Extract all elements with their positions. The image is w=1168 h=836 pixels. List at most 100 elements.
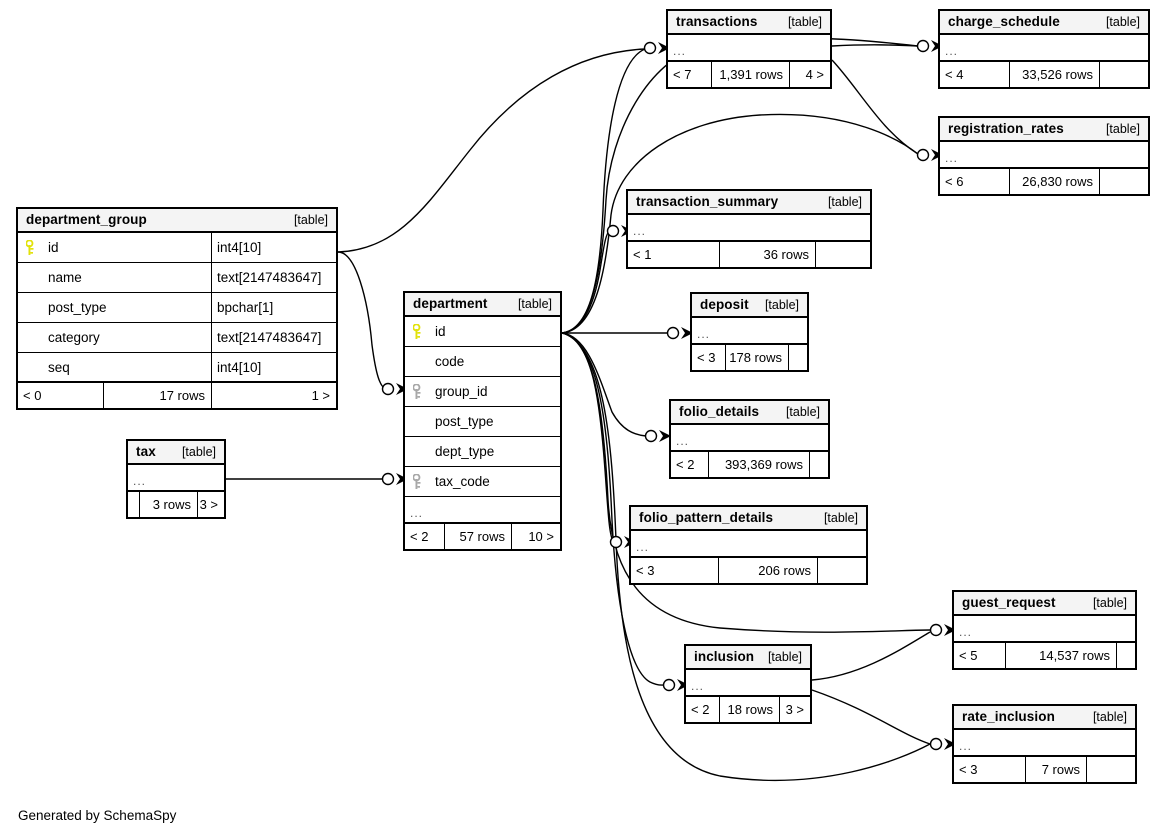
column-label: post_type xyxy=(48,300,107,315)
table-footer-folio-details: < 2 393,369 rows xyxy=(671,452,828,477)
footer-child-count xyxy=(1100,169,1148,194)
table-row[interactable]: post_type xyxy=(405,407,560,437)
footer-row-count: 17 rows xyxy=(104,383,212,408)
footer-child-count: 3 > xyxy=(785,702,804,717)
table-footer-guest-request: < 5 14,537 rows xyxy=(954,643,1135,668)
table-row[interactable]: group_id xyxy=(405,377,560,407)
table-columns-collapsed-guest-request: ... xyxy=(954,616,1135,643)
footer-child-count xyxy=(1100,62,1148,87)
table-department-group[interactable]: department_group [table] id int4[10] nam… xyxy=(16,207,338,410)
table-charge-schedule[interactable]: charge_schedule [table] ... < 4 33,526 r… xyxy=(938,9,1150,89)
table-footer-inclusion: < 2 18 rows 3 > xyxy=(686,697,810,722)
table-title-rate-inclusion: rate_inclusion xyxy=(962,709,1055,724)
footer-row-count: 206 rows xyxy=(719,558,818,583)
table-columns-collapsed-charge-schedule: ... xyxy=(940,35,1148,62)
table-row[interactable]: post_type bpchar[1] xyxy=(18,293,336,323)
column-name-cell: post_type xyxy=(405,407,560,436)
footer-parent-count: < 4 xyxy=(940,62,1010,87)
table-deposit[interactable]: deposit [table] ... < 3 178 rows xyxy=(690,292,809,372)
table-row[interactable]: dept_type xyxy=(405,437,560,467)
footer-parent-count: < 3 xyxy=(692,345,726,370)
column-type-cell: int4[10] xyxy=(217,240,262,255)
footer-row-count: 26,830 rows xyxy=(1010,169,1100,194)
table-tag-folio-details: [table] xyxy=(785,404,820,419)
footer-parent-count: < 0 xyxy=(18,383,104,408)
table-row[interactable]: category text[2147483647] xyxy=(18,323,336,353)
table-title-charge-schedule: charge_schedule xyxy=(948,14,1060,29)
table-inclusion[interactable]: inclusion [table] ... < 2 18 rows 3 > xyxy=(684,644,812,724)
table-tag-deposit: [table] xyxy=(764,297,799,312)
table-title-transactions: transactions xyxy=(676,14,758,29)
table-header-transaction-summary: transaction_summary [table] xyxy=(628,191,870,215)
table-columns-collapsed-inclusion: ... xyxy=(686,670,810,697)
footer-parent-count: < 2 xyxy=(671,452,709,477)
footer-row-count: 3 rows xyxy=(140,492,198,517)
table-row[interactable]: name text[2147483647] xyxy=(18,263,336,293)
table-row[interactable]: tax_code xyxy=(405,467,560,497)
table-title-registration-rates: registration_rates xyxy=(948,121,1064,136)
table-tag-department: [table] xyxy=(517,296,552,311)
primary-key-icon xyxy=(411,323,425,340)
table-tag-folio-pattern-details: [table] xyxy=(823,510,858,525)
table-columns-collapsed-tax: ... xyxy=(128,465,224,492)
table-tag-inclusion: [table] xyxy=(767,649,802,664)
table-footer-deposit: < 3 178 rows xyxy=(692,345,807,370)
column-name-cell: category xyxy=(18,323,212,352)
footer-parent-count: < 2 xyxy=(686,697,720,722)
table-footer-transaction-summary: < 1 36 rows xyxy=(628,242,870,267)
column-label: id xyxy=(48,240,59,255)
footer-child-count xyxy=(789,345,807,370)
table-transactions[interactable]: transactions [table] ... < 7 1,391 rows … xyxy=(666,9,832,89)
column-name-cell: group_id xyxy=(405,377,560,406)
table-row[interactable]: seq int4[10] xyxy=(18,353,336,383)
table-title-tax: tax xyxy=(136,444,156,459)
edge-department-to-guest-request xyxy=(561,332,931,633)
table-folio-pattern-details[interactable]: folio_pattern_details [table] ... < 3 20… xyxy=(629,505,868,585)
table-columns-collapsed-transactions: ... xyxy=(668,35,830,62)
footer-child-count: 4 > xyxy=(805,67,824,82)
primary-key-icon xyxy=(24,239,38,256)
table-tag-tax: [table] xyxy=(181,444,216,459)
table-header-inclusion: inclusion [table] xyxy=(686,646,810,670)
table-title-guest-request: guest_request xyxy=(962,595,1056,610)
table-transaction-summary[interactable]: transaction_summary [table] ... < 1 36 r… xyxy=(626,189,872,269)
footer-parent-count: < 3 xyxy=(954,757,1026,782)
table-registration-rates[interactable]: registration_rates [table] ... < 6 26,83… xyxy=(938,116,1150,196)
table-tag-transactions: [table] xyxy=(787,14,822,29)
table-folio-details[interactable]: folio_details [table] ... < 2 393,369 ro… xyxy=(669,399,830,479)
foreign-key-icon xyxy=(411,383,425,400)
table-department[interactable]: department [table] id code group_id xyxy=(403,291,562,551)
table-footer-tax: 3 rows 3 > xyxy=(128,492,224,517)
footer-parent-count: < 5 xyxy=(954,643,1006,668)
table-row[interactable]: id int4[10] xyxy=(18,233,336,263)
table-title-folio-pattern-details: folio_pattern_details xyxy=(639,510,774,525)
generated-by-label: Generated by SchemaSpy xyxy=(18,808,177,823)
table-columns-collapsed-registration-rates: ... xyxy=(940,142,1148,169)
column-label: group_id xyxy=(435,384,488,399)
footer-row-count: 7 rows xyxy=(1026,757,1087,782)
table-row[interactable]: code xyxy=(405,347,560,377)
footer-row-count: 14,537 rows xyxy=(1006,643,1117,668)
column-name-cell: id xyxy=(18,233,212,262)
table-header-folio-details: folio_details [table] xyxy=(671,401,828,425)
table-header-registration-rates: registration_rates [table] xyxy=(940,118,1148,142)
table-columns-collapsed-folio-pattern-details: ... xyxy=(631,531,866,558)
table-rate-inclusion[interactable]: rate_inclusion [table] ... < 3 7 rows xyxy=(952,704,1137,784)
column-type-cell: text[2147483647] xyxy=(217,270,322,285)
table-tax[interactable]: tax [table] ... 3 rows 3 > xyxy=(126,439,226,519)
footer-parent-count: < 3 xyxy=(631,558,719,583)
table-title-inclusion: inclusion xyxy=(694,649,755,664)
footer-parent-count: < 7 xyxy=(668,62,712,87)
table-footer-rate-inclusion: < 3 7 rows xyxy=(954,757,1135,782)
table-row[interactable]: id xyxy=(405,317,560,347)
footer-row-count: 178 rows xyxy=(726,345,789,370)
table-guest-request[interactable]: guest_request [table] ... < 5 14,537 row… xyxy=(952,590,1137,670)
column-type-cell: int4[10] xyxy=(217,359,262,375)
column-name-cell: dept_type xyxy=(405,437,560,466)
column-label: code xyxy=(435,354,465,369)
column-label: id xyxy=(435,324,446,339)
footer-child-count: 3 > xyxy=(199,497,218,512)
table-tag-rate-inclusion: [table] xyxy=(1092,709,1127,724)
table-columns-collapsed-deposit: ... xyxy=(692,318,807,345)
